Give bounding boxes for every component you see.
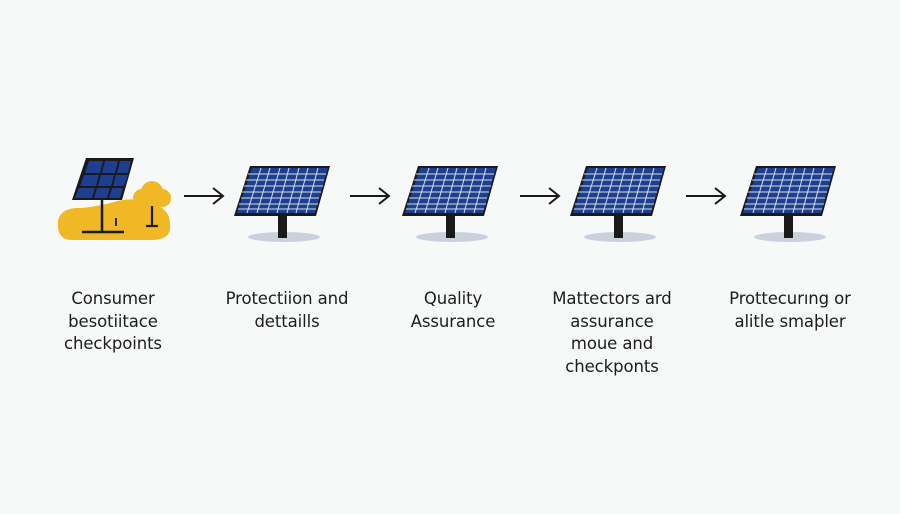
- solar-panel-icon: [234, 166, 330, 242]
- label-line: Consumer: [71, 289, 155, 308]
- arrow-right-icon: [350, 187, 391, 205]
- label-line: alitle smaþler: [734, 311, 846, 331]
- solar-panel-with-landscape-icon: [57, 158, 171, 240]
- label-line: moue and: [570, 334, 654, 353]
- label-line: Mattectors ard: [552, 289, 672, 308]
- arrow-right-icon: [520, 187, 561, 205]
- label-line: Assurance: [410, 311, 496, 331]
- label-line: dettaills: [254, 311, 320, 331]
- arrow-right-icon: [184, 187, 225, 205]
- label-line: checkpoints: [64, 334, 162, 353]
- label-line: checkponts: [565, 356, 659, 376]
- step-2-label: Protectiion and dettaills: [207, 288, 367, 333]
- label-line: assurance: [570, 311, 654, 331]
- label-line: besotiitace: [68, 311, 158, 331]
- step-4-label: Mattectors ard assurance moue and checkp…: [532, 288, 692, 378]
- step-3-label: Quality Assurance: [373, 288, 533, 333]
- label-line: Prottecurıng or: [729, 289, 851, 308]
- label-line: Quality: [423, 289, 483, 308]
- solar-panel-icon: [402, 166, 498, 242]
- label-line: Protectiion and: [225, 289, 349, 308]
- step-5-label: Prottecurıng or alitle smaþler: [710, 288, 870, 333]
- step-1-label: Consumer besotiitace checkpoints: [33, 288, 193, 356]
- solar-panel-icon: [570, 166, 666, 242]
- arrow-right-icon: [686, 187, 727, 205]
- solar-panel-icon: [740, 166, 836, 242]
